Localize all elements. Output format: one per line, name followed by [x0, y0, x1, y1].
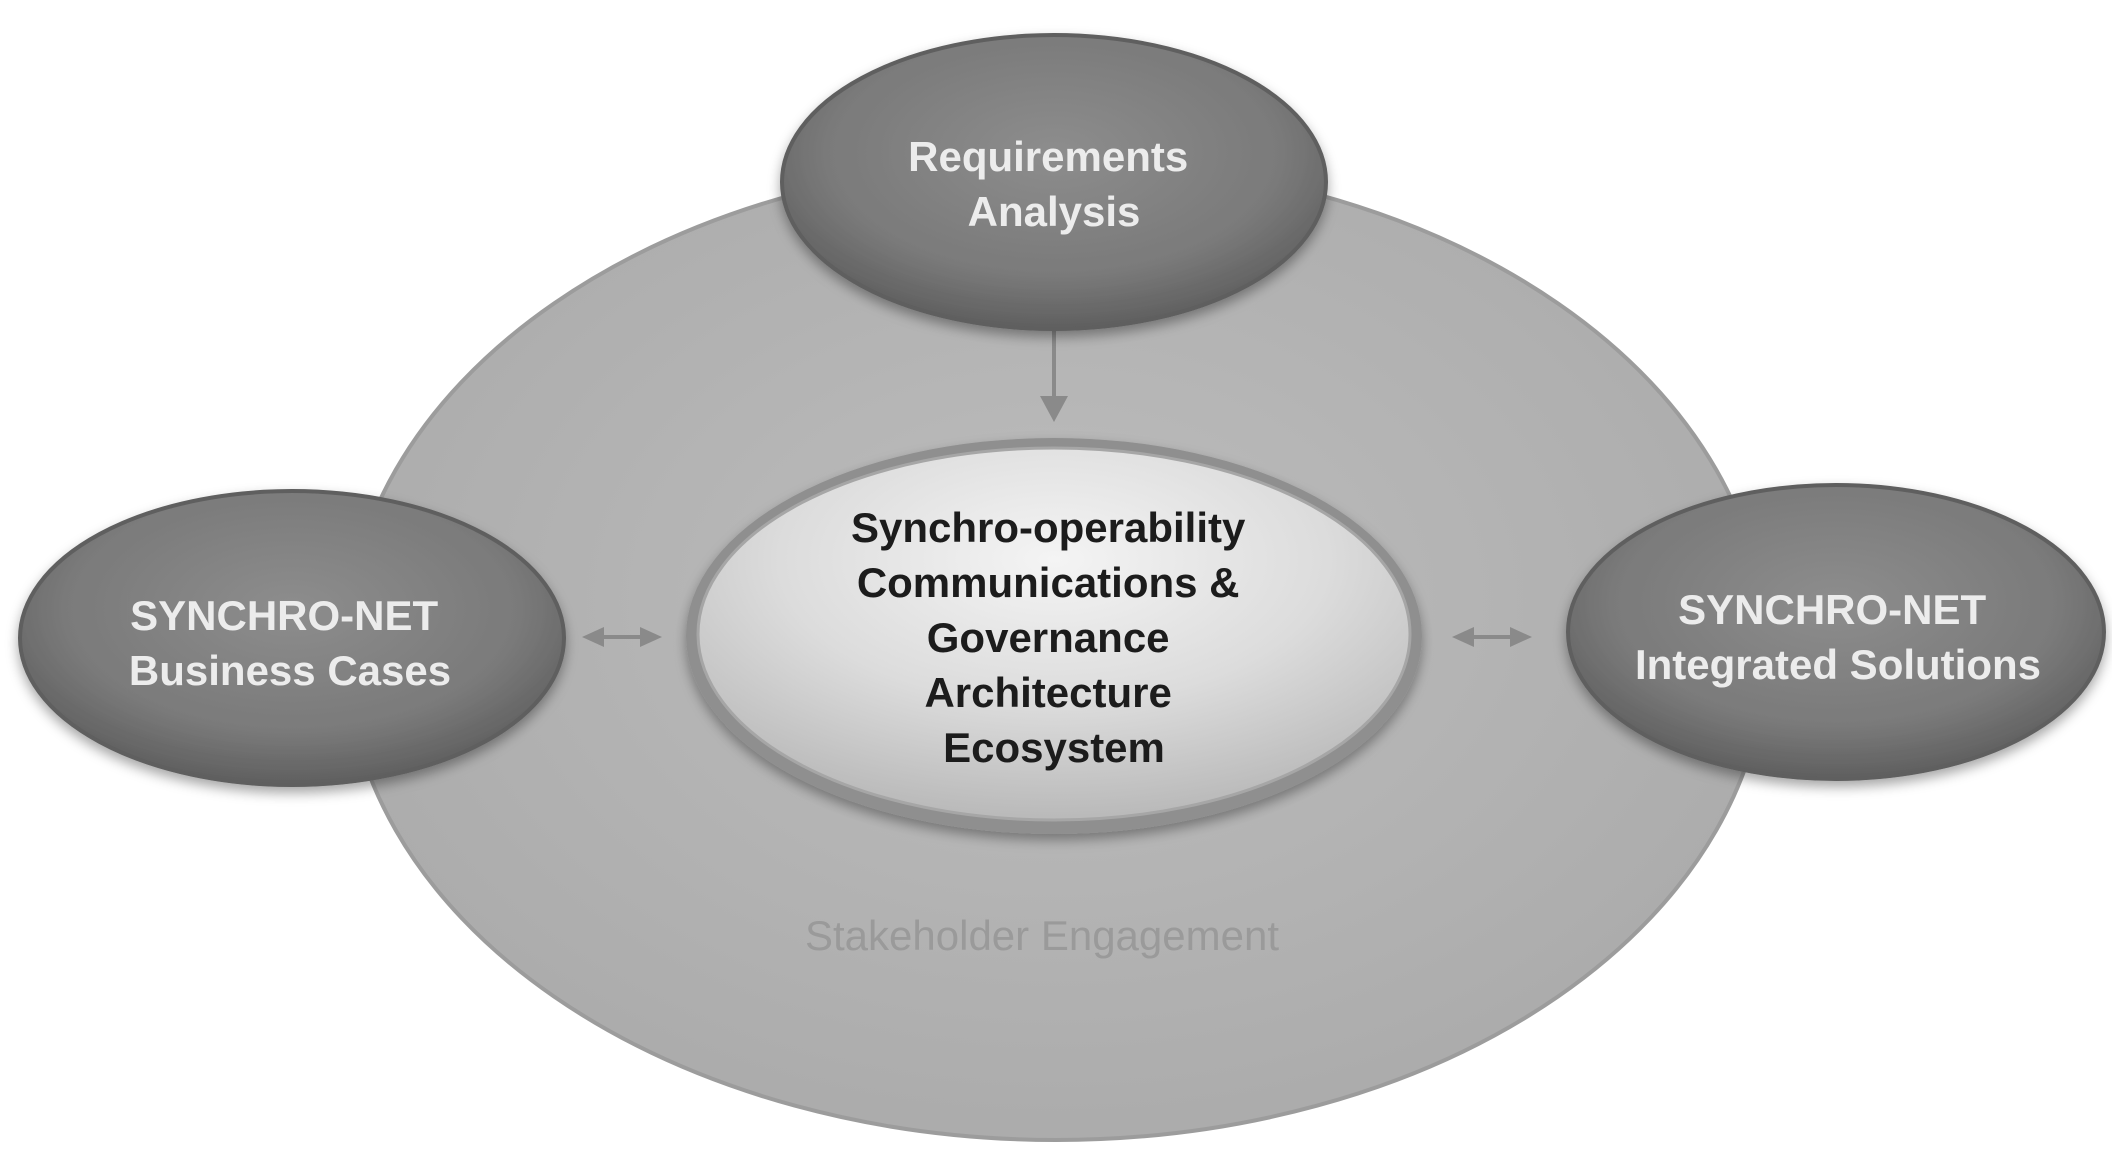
svg-text:SYNCHRO-NET Business Cas: SYNCHRO-NET Business Cases — [129, 592, 451, 694]
requirements-analysis-node: Requirements Analysis — [780, 33, 1328, 331]
business-cases-node: SYNCHRO-NET Business Cases — [18, 489, 566, 787]
center-line-1: Synchro-operability — [851, 504, 1246, 551]
integrated-solutions-node: SYNCHRO-NET Integrated Solutions — [1566, 483, 2106, 781]
center-line-5: Ecosystem — [943, 724, 1165, 771]
integrated-solutions-line-1: SYNCHRO-NET — [1678, 586, 1986, 633]
svg-text:Requirements Analysis: Requirements Analysis — [908, 133, 1200, 235]
business-cases-line-2: Business Cases — [129, 647, 451, 694]
integrated-solutions-line-2: Integrated Solutions — [1635, 641, 2041, 688]
double-arrow-left — [582, 627, 662, 647]
center-line-2: Communications & — [857, 559, 1240, 606]
center-line-3: Governance — [927, 614, 1170, 661]
center-line-4: Architecture — [924, 669, 1171, 716]
requirements-analysis-line-2: Analysis — [968, 188, 1141, 235]
business-cases-line-1: SYNCHRO-NET — [130, 592, 438, 639]
double-arrow-right — [1452, 627, 1532, 647]
arrow-top-to-center — [1040, 326, 1068, 422]
requirements-analysis-line-1: Requirements — [908, 133, 1188, 180]
svg-text:Synchro-operability Comm: Synchro-operability Communications & Gov… — [851, 504, 1257, 771]
synchro-operability-center-node: Synchro-operability Communications & Gov… — [686, 438, 1422, 834]
stakeholder-engagement-label: Stakeholder Engagement — [805, 912, 1279, 959]
svg-text:SYNCHRO-NET Integrated S: SYNCHRO-NET Integrated Solutions — [1635, 586, 2041, 688]
